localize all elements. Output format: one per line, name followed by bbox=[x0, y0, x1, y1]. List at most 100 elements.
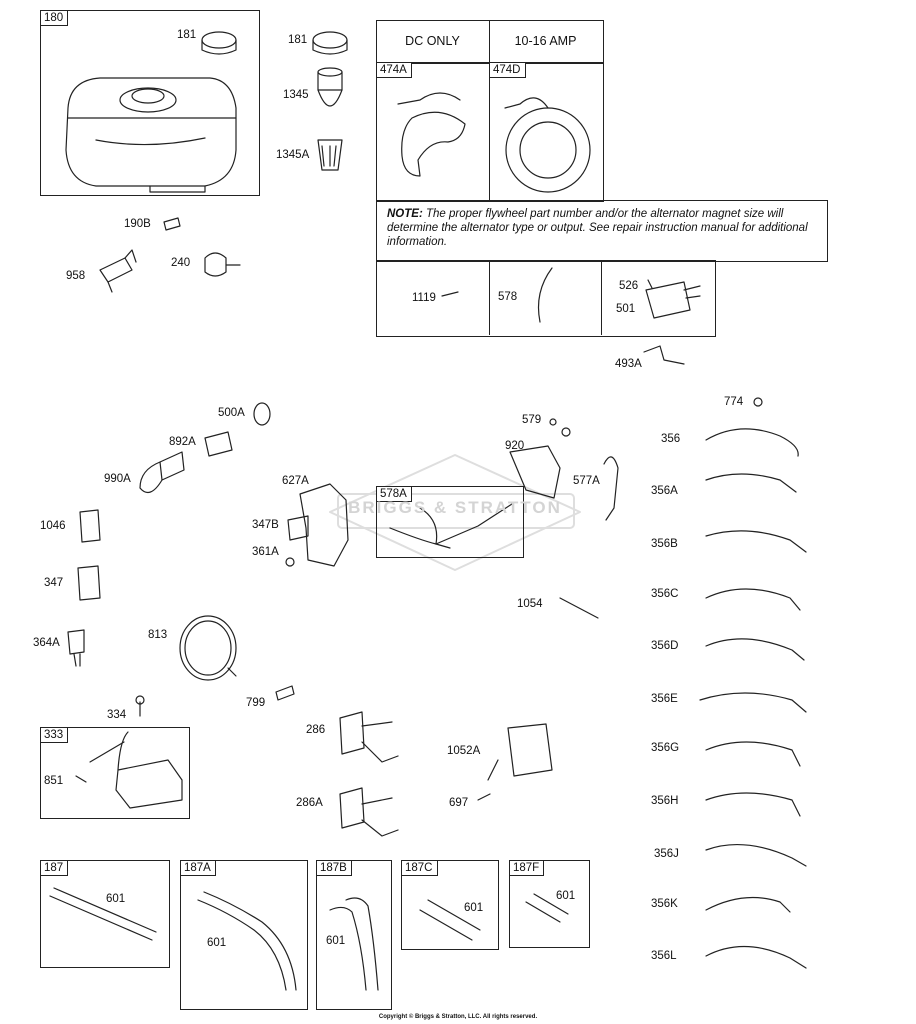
callout-799: 799 bbox=[246, 697, 266, 709]
parts-row-divider-1 bbox=[489, 260, 490, 335]
callout-347: 347 bbox=[44, 577, 64, 589]
fuel-strainer-icon bbox=[317, 67, 343, 171]
callout-356l: 356L bbox=[651, 950, 677, 962]
callout-356h: 356H bbox=[651, 795, 679, 807]
callout-334: 334 bbox=[107, 709, 127, 721]
callout-364a: 364A bbox=[33, 637, 60, 649]
callout-851: 851 bbox=[44, 775, 64, 787]
callout-356b: 356B bbox=[651, 538, 678, 550]
parts-row-divider-2 bbox=[601, 260, 602, 335]
box-187f: 187F bbox=[509, 860, 590, 948]
callout-356k: 356K bbox=[651, 898, 678, 910]
clamp-ring-icon bbox=[179, 615, 237, 681]
callout-240: 240 bbox=[171, 257, 191, 269]
callout-601: 601 bbox=[464, 902, 484, 914]
fuel-cap-icon bbox=[201, 31, 348, 55]
callout-181: 181 bbox=[177, 29, 197, 41]
ignition-coil-icon bbox=[75, 731, 183, 809]
callout-286a: 286A bbox=[296, 797, 323, 809]
callout-697: 697 bbox=[449, 797, 469, 809]
switch-icon bbox=[67, 509, 101, 667]
ignition-parts-icon bbox=[139, 402, 271, 494]
callout-990a: 990A bbox=[104, 473, 131, 485]
callout-578: 578 bbox=[498, 291, 518, 303]
note-text: NOTE: The proper flywheel part number an… bbox=[387, 207, 819, 249]
box-187f-tag: 187F bbox=[510, 861, 545, 876]
copyright: Copyright © Briggs & Stratton, LLC. All … bbox=[378, 1014, 538, 1020]
box-187-tag: 187 bbox=[41, 861, 69, 876]
box-474d-tag: 474D bbox=[490, 63, 526, 78]
callout-356a: 356A bbox=[651, 485, 678, 497]
callout-347b: 347B bbox=[252, 519, 279, 531]
callout-493a: 493A bbox=[615, 358, 642, 370]
callout-356e: 356E bbox=[651, 693, 678, 705]
hose-icon bbox=[49, 887, 569, 991]
callout-579: 579 bbox=[522, 414, 542, 426]
regulator-icon bbox=[643, 279, 701, 365]
starter-solenoid-icon bbox=[339, 711, 553, 837]
callout-892a: 892A bbox=[169, 436, 196, 448]
callout-501: 501 bbox=[616, 303, 636, 315]
note-body: The proper flywheel part number and/or t… bbox=[387, 208, 808, 248]
alternator-images-row bbox=[376, 62, 604, 202]
fuel-tank-drawing bbox=[65, 77, 237, 193]
callout-774: 774 bbox=[724, 396, 744, 408]
callout-356: 356 bbox=[661, 433, 681, 445]
box-187a-tag: 187A bbox=[181, 861, 216, 876]
callout-356d: 356D bbox=[651, 640, 679, 652]
box-474a-tag: 474A bbox=[377, 63, 412, 78]
callout-601: 601 bbox=[207, 937, 227, 949]
callout-1054: 1054 bbox=[517, 598, 543, 610]
box-187c-tag: 187C bbox=[402, 861, 438, 876]
callout-1119: 1119 bbox=[412, 292, 436, 304]
callout-1345: 1345 bbox=[283, 89, 309, 101]
box-187b-tag: 187B bbox=[317, 861, 352, 876]
callout-627a: 627A bbox=[282, 475, 309, 487]
callout-356c: 356C bbox=[651, 588, 679, 600]
callout-356j: 356J bbox=[654, 848, 679, 860]
box-180-tag: 180 bbox=[41, 11, 69, 26]
solenoid-icon bbox=[509, 418, 619, 619]
note-box bbox=[376, 200, 828, 262]
watermark-text: BRIGGS & STRATTON bbox=[348, 498, 562, 517]
screw-icon bbox=[135, 685, 295, 717]
alternator-stator-icon bbox=[397, 92, 591, 193]
callout-958: 958 bbox=[66, 270, 86, 282]
callout-190b: 190B bbox=[124, 218, 151, 230]
wire-harness-icon bbox=[699, 397, 807, 969]
callout-526: 526 bbox=[619, 280, 639, 292]
box-187c: 187C bbox=[401, 860, 499, 950]
harness-icon bbox=[389, 503, 513, 549]
box-578a: 578A bbox=[376, 486, 524, 558]
callout-500a: 500A bbox=[218, 407, 245, 419]
callout-1052a: 1052A bbox=[447, 745, 481, 757]
box-187a: 187A bbox=[180, 860, 308, 1010]
callout-920: 920 bbox=[505, 440, 525, 452]
callout-286: 286 bbox=[306, 724, 326, 736]
shutoff-valve-icon bbox=[99, 217, 241, 293]
wire-lead-icon bbox=[441, 267, 553, 323]
callout-1046: 1046 bbox=[40, 520, 66, 532]
callout-361a: 361A bbox=[252, 546, 279, 558]
box-333-tag: 333 bbox=[41, 728, 69, 743]
box-333: 333 bbox=[40, 727, 190, 819]
callout-601: 601 bbox=[326, 935, 346, 947]
callout-1345a: 1345A bbox=[276, 149, 310, 161]
note-prefix: NOTE: bbox=[387, 208, 423, 220]
callout-813: 813 bbox=[148, 629, 168, 641]
box-187: 187 bbox=[40, 860, 170, 968]
callout-181: 181 bbox=[288, 34, 308, 46]
box-578a-tag: 578A bbox=[377, 487, 412, 502]
callout-601: 601 bbox=[106, 893, 126, 905]
header-dc-only: DC ONLY bbox=[405, 34, 460, 48]
callout-601: 601 bbox=[556, 890, 576, 902]
callout-356g: 356G bbox=[651, 742, 680, 754]
box-187b: 187B bbox=[316, 860, 392, 1010]
alternator-col-divider bbox=[489, 20, 490, 200]
parts-row-box bbox=[376, 260, 716, 337]
callout-577a: 577A bbox=[573, 475, 600, 487]
header-amp: 10-16 AMP bbox=[514, 34, 577, 48]
box-180: 180 bbox=[40, 10, 260, 196]
bracket-icon bbox=[285, 483, 349, 567]
